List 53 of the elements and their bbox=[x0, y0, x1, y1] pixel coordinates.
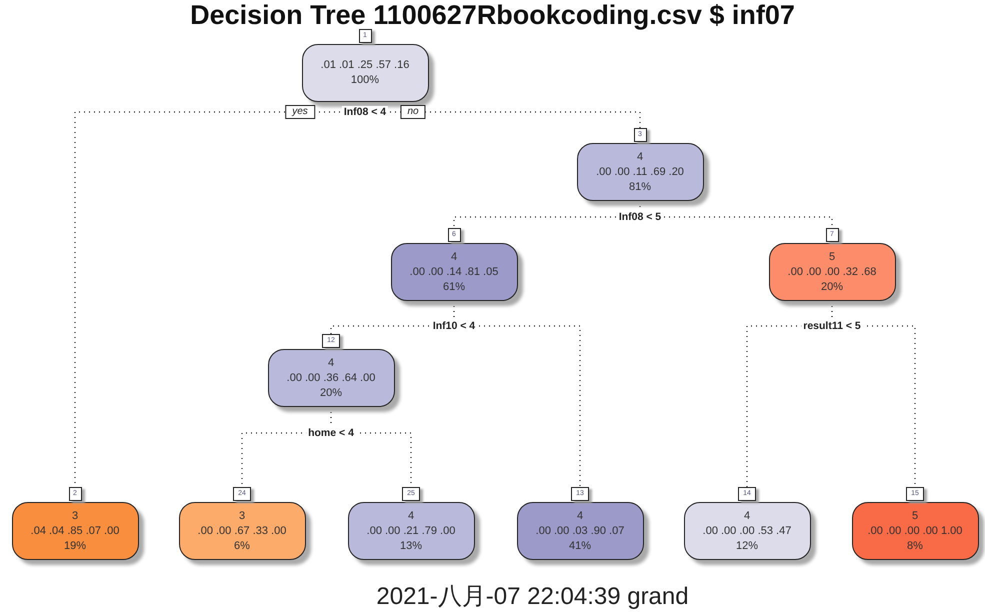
node-text: .00 .00 .00 .32 .68 bbox=[788, 264, 876, 280]
node-text: .00 .00 .00 .00 1.00 bbox=[868, 524, 962, 538]
node-text: 4 bbox=[450, 250, 458, 264]
tree-node-box bbox=[178, 502, 306, 560]
tree-node-box bbox=[302, 44, 428, 102]
node-text: 4 bbox=[744, 508, 750, 524]
node-text: 6% bbox=[234, 538, 250, 554]
edge-label: yes bbox=[285, 105, 315, 119]
node-text: 5 bbox=[912, 508, 918, 524]
node-text: 100% bbox=[350, 73, 380, 88]
tree-node-box bbox=[268, 349, 394, 407]
node-text: 12% bbox=[736, 538, 758, 554]
split-condition: home < 4 bbox=[306, 427, 356, 439]
node-text: 8% bbox=[907, 538, 923, 554]
node-text: .00 .00 .14 .81 .05 bbox=[410, 264, 498, 280]
node-text: .00 .00 .11 .69 .20 bbox=[596, 164, 684, 180]
node-text: .04 .04 .85 .07 .00 bbox=[30, 524, 120, 538]
node-text: .00 .00 .03 .90 .07 bbox=[536, 524, 624, 538]
node-text: 3 bbox=[72, 508, 78, 524]
tree-node-box bbox=[768, 243, 896, 301]
caption: 2021-八月-07 22:04:39 grand bbox=[375, 582, 690, 612]
node-text: 4 bbox=[636, 150, 644, 164]
node-text: 4 bbox=[328, 356, 334, 370]
split-condition: Inf08 < 5 bbox=[616, 211, 664, 223]
node-text: 20% bbox=[820, 280, 844, 294]
node-text: .00 .00 .36 .64 .00 bbox=[286, 370, 376, 386]
node-text: 4 bbox=[408, 508, 414, 524]
node-text: 4 bbox=[576, 508, 584, 524]
connector-line bbox=[453, 301, 581, 487]
tree-node-box bbox=[390, 243, 518, 301]
node-text: 3 bbox=[238, 508, 246, 524]
node-text: .01 .01 .25 .57 .16 bbox=[320, 58, 410, 73]
node-text: 5 bbox=[828, 250, 836, 264]
node-text: .00 .00 .67 .33 .00 bbox=[198, 524, 286, 538]
split-condition: Inf10 < 4 bbox=[430, 320, 478, 332]
node-text: .00 .00 .21 .79 .00 bbox=[366, 524, 456, 538]
node-text: 41% bbox=[568, 538, 592, 554]
edge-label: no bbox=[400, 105, 426, 119]
node-text: 81% bbox=[628, 180, 652, 194]
node-text: 19% bbox=[64, 538, 86, 554]
tree-node-box bbox=[516, 502, 644, 560]
tree-node-box bbox=[576, 143, 704, 201]
node-text: 13% bbox=[400, 538, 422, 554]
tree-node-box bbox=[684, 502, 810, 560]
tree-node-box bbox=[12, 502, 138, 560]
split-condition: result11 < 5 bbox=[801, 320, 863, 332]
node-text: .00 .00 .00 .53 .47 bbox=[702, 524, 792, 538]
node-text: 61% bbox=[442, 280, 466, 294]
split-condition: Inf08 < 4 bbox=[342, 106, 388, 118]
tree-node-box bbox=[852, 502, 978, 560]
chart-title: Decision Tree 1100627Rbookcoding.csv $ inf07 bbox=[189, 0, 796, 31]
node-text: 20% bbox=[320, 386, 342, 400]
tree-node-box bbox=[348, 502, 474, 560]
